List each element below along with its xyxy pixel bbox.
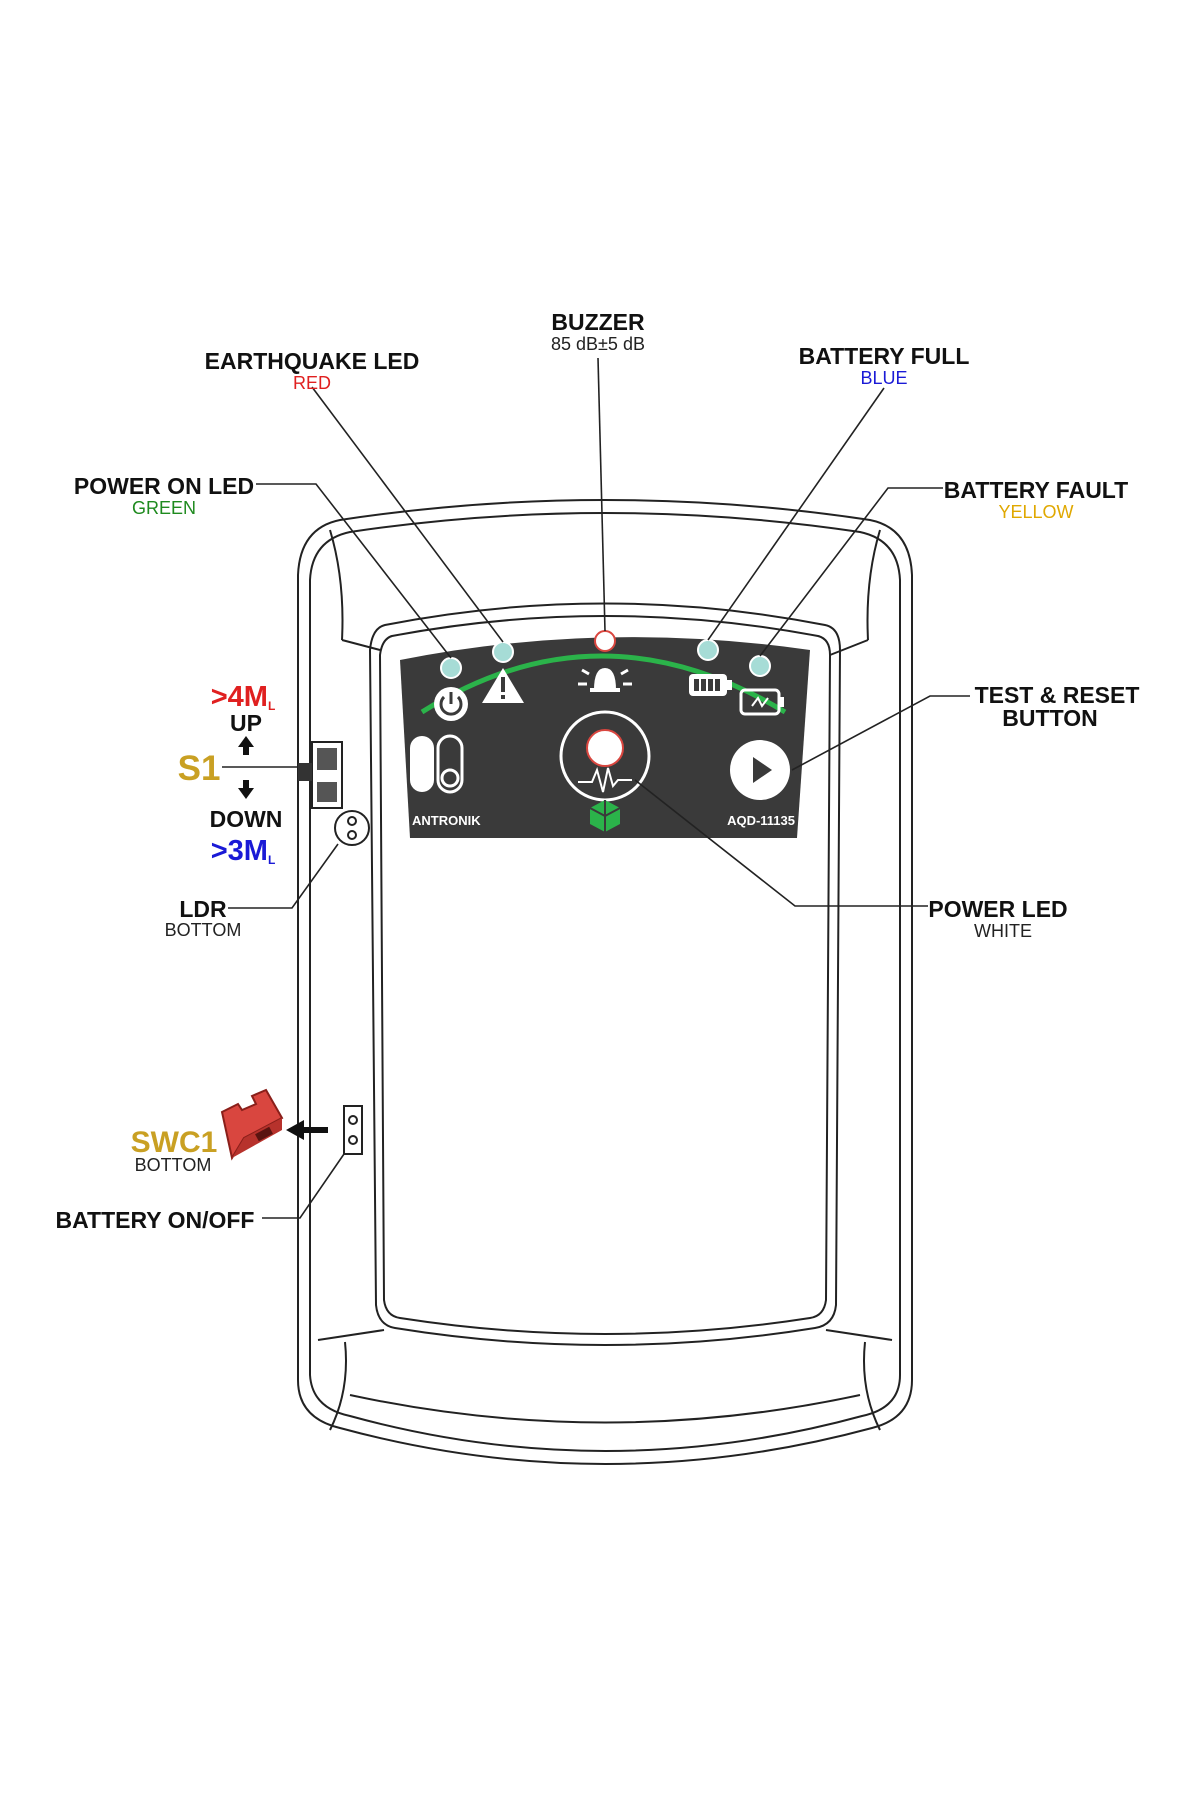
arrow-down-icon xyxy=(238,780,254,799)
power-on-led-label: POWER ON LED GREEN xyxy=(74,473,254,518)
svg-text:BOTTOM: BOTTOM xyxy=(135,1155,212,1175)
s1-name: S1 xyxy=(178,749,221,788)
svg-text:RED: RED xyxy=(293,373,331,393)
control-panel: ANTRONIK AQD-11135 xyxy=(400,630,810,838)
power-led-label: POWER LED WHITE xyxy=(928,896,1067,941)
power-icon xyxy=(434,687,468,721)
brand-label: ANTRONIK xyxy=(412,813,481,828)
test-reset-label: TEST & RESET BUTTON xyxy=(975,682,1140,731)
seismic-icon xyxy=(578,766,632,793)
model-label: AQD-11135 xyxy=(727,813,795,828)
svg-text:GREEN: GREEN xyxy=(132,498,196,518)
buzzer xyxy=(594,630,616,652)
svg-text:SWC1: SWC1 xyxy=(131,1126,218,1159)
power-led xyxy=(586,729,624,767)
device-body xyxy=(297,499,913,1465)
battery-onoff-label: BATTERY ON/OFF xyxy=(56,1207,255,1233)
swc1-label: SWC1 BOTTOM xyxy=(131,1126,218,1175)
warning-icon xyxy=(482,668,524,703)
play-icon xyxy=(753,757,772,783)
svg-text:BLUE: BLUE xyxy=(860,368,907,388)
svg-text:LDR: LDR xyxy=(179,896,227,922)
arrow-left-icon xyxy=(286,1120,328,1140)
battery-full-icon xyxy=(689,674,732,696)
svg-text:WHITE: WHITE xyxy=(974,921,1032,941)
status-arc xyxy=(420,653,787,715)
earthquake-led-label: EARTHQUAKE LED RED xyxy=(205,348,420,393)
svg-text:BUZZER: BUZZER xyxy=(551,309,645,335)
svg-text:BOTTOM: BOTTOM xyxy=(165,920,242,940)
battery-fault-icon xyxy=(739,688,784,716)
svg-text:BATTERY FULL: BATTERY FULL xyxy=(799,343,970,369)
ldr-sensor xyxy=(334,810,370,846)
leader-lines xyxy=(222,357,970,1219)
earthquake-led xyxy=(492,641,514,663)
svg-text:85 dB±5 dB: 85 dB±5 dB xyxy=(551,334,645,354)
svg-text:POWER LED: POWER LED xyxy=(928,896,1067,922)
jumper-icon xyxy=(220,1088,284,1161)
battery-fault-led xyxy=(749,655,771,677)
buzzer-label: BUZZER 85 dB±5 dB xyxy=(551,309,645,354)
bell-icon xyxy=(578,668,632,692)
s1-down-threshold: >3ML xyxy=(211,835,276,867)
svg-text:BATTERY ON/OFF: BATTERY ON/OFF xyxy=(56,1207,255,1233)
s1-switch-hardware[interactable] xyxy=(298,741,343,809)
svg-text:TEST & RESET: TEST & RESET xyxy=(975,682,1140,708)
arrow-up-icon xyxy=(238,736,254,755)
logo-icon xyxy=(589,800,621,832)
s1-up-label: UP xyxy=(230,710,262,736)
test-reset-button[interactable] xyxy=(730,740,790,800)
ldr-label: LDR BOTTOM xyxy=(165,896,242,940)
s1-up-threshold: >4ML xyxy=(211,681,276,713)
svg-text:EARTHQUAKE LED: EARTHQUAKE LED xyxy=(205,348,420,374)
svg-text:BATTERY FAULT: BATTERY FAULT xyxy=(944,477,1128,503)
battery-fault-label: BATTERY FAULT YELLOW xyxy=(944,477,1128,522)
toggle-icon xyxy=(410,734,464,794)
battery-switch-slot[interactable] xyxy=(343,1105,363,1155)
svg-text:POWER ON LED: POWER ON LED xyxy=(74,473,254,499)
power-led-assembly xyxy=(559,710,651,802)
s1-down-label: DOWN xyxy=(210,806,283,832)
svg-text:YELLOW: YELLOW xyxy=(998,502,1073,522)
battery-full-label: BATTERY FULL BLUE xyxy=(799,343,970,388)
power-on-led xyxy=(440,657,462,679)
battery-full-led xyxy=(697,639,719,661)
svg-text:BUTTON: BUTTON xyxy=(1002,705,1097,731)
s1-annotation: >4ML UP S1 DOWN >3ML xyxy=(178,681,283,867)
